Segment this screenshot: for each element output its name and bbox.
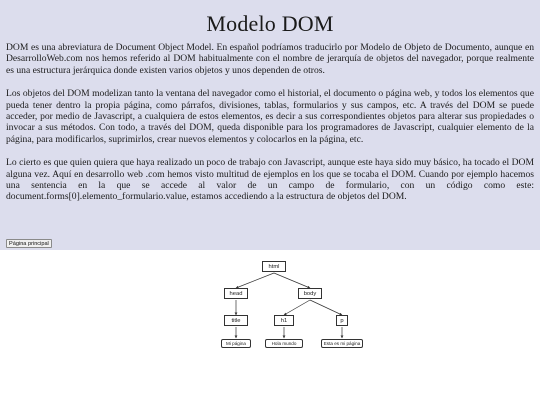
edge-body-h1 [283,299,311,316]
text-node-h1: Hola mundo [265,339,303,348]
node-p: p [336,315,348,326]
edge-body-p [309,299,343,316]
dom-tree-diagram: html head body title h1 p Mi página Hola… [218,257,368,353]
paragraph-intro: DOM es una abreviatura de Document Objec… [6,42,534,76]
node-h1: h1 [274,315,294,326]
text-node-p: Esta es mi página [321,339,363,348]
content-panel: Modelo DOM DOM es una abreviatura de Doc… [0,0,540,250]
home-page-button[interactable]: Página principal [6,239,52,248]
edge-html-head [235,272,275,289]
node-title: title [224,315,248,326]
tree-edges [234,272,344,339]
node-head: head [224,288,248,299]
paragraph-objects: Los objetos del DOM modelizan tanto la v… [6,88,534,145]
node-body: body [298,288,322,299]
node-html: html [262,261,286,272]
edge-html-body [273,272,311,289]
paragraph-javascript: Lo cierto es que quien quiera que haya r… [6,157,534,203]
page-title: Modelo DOM [206,11,334,36]
text-node-title: Mi página [221,339,251,348]
